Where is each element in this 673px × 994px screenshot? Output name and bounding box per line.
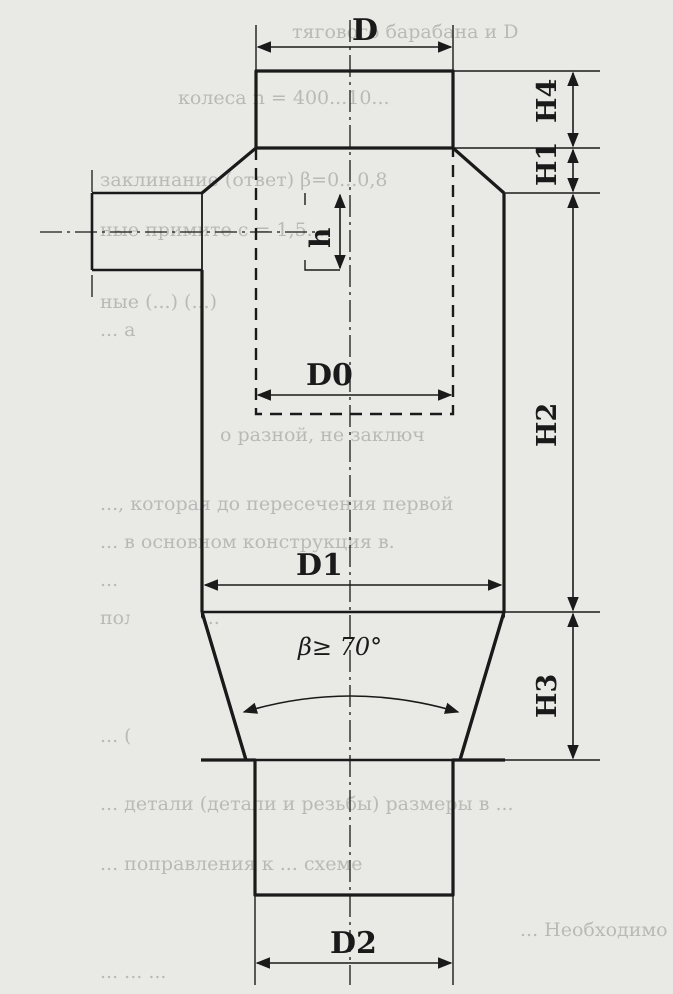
- ext-h: [304, 193, 340, 271]
- bg-line-1: тягового барабана и D: [292, 21, 518, 43]
- ext-D2: [254, 895, 454, 985]
- ext-D: [255, 25, 454, 71]
- bg-line-14: ... поправления к ... схеме: [100, 853, 362, 875]
- label-D: D: [352, 13, 378, 48]
- label-H3: H3: [532, 674, 563, 718]
- center-axes: [40, 20, 351, 985]
- label-D1: D1: [296, 548, 343, 583]
- apparatus-outline: [90, 69, 567, 897]
- ext-heights: [453, 70, 600, 761]
- mask-left: [130, 612, 201, 762]
- bg-line-8: ..., которая до пересечения первой: [100, 493, 453, 515]
- bg-line-13: ... детали (детали и резьбы) размеры в .…: [100, 793, 514, 815]
- bg-line-9: ... в основном конструкция в.: [100, 531, 395, 553]
- exhaust-tube-outline: [254, 148, 455, 416]
- bg-line-3: заклинание (ответ) β=0...0,8: [100, 169, 388, 191]
- dim-beta-arc: [242, 695, 460, 714]
- bg-line-16: ... ... ...: [100, 961, 166, 983]
- bottom-cone-redraw: [200, 611, 506, 761]
- top-section: [254, 69, 455, 150]
- label-H2: H2: [532, 403, 563, 447]
- top-cone: [200, 146, 506, 195]
- label-beta: β≥ 70°: [297, 633, 382, 661]
- bg-line-10: ...: [100, 569, 118, 591]
- label-h: h: [304, 228, 337, 248]
- label-H4: H4: [532, 79, 563, 123]
- label-D0: D0: [306, 358, 353, 393]
- dimension-lines: [203, 41, 579, 969]
- exhaust-tube: [254, 148, 455, 416]
- background-text: тягового барабана и D колеса n = 400...1…: [100, 21, 673, 983]
- extension-lines: [254, 25, 600, 985]
- bg-line-2: колеса n = 400...10...: [178, 87, 390, 109]
- bg-line-15: ... Необходимо ...: [520, 919, 673, 941]
- label-H1: H1: [532, 142, 563, 186]
- bg-line-7: о разной, не заключ: [220, 424, 425, 446]
- mask-right: [505, 612, 575, 762]
- bg-line-5: ные (...) (...): [100, 291, 217, 313]
- bg-line-6: ... а: [100, 319, 136, 341]
- bg-line-4: ные примите с = 1,5...: [100, 219, 325, 241]
- label-D2: D2: [330, 926, 377, 961]
